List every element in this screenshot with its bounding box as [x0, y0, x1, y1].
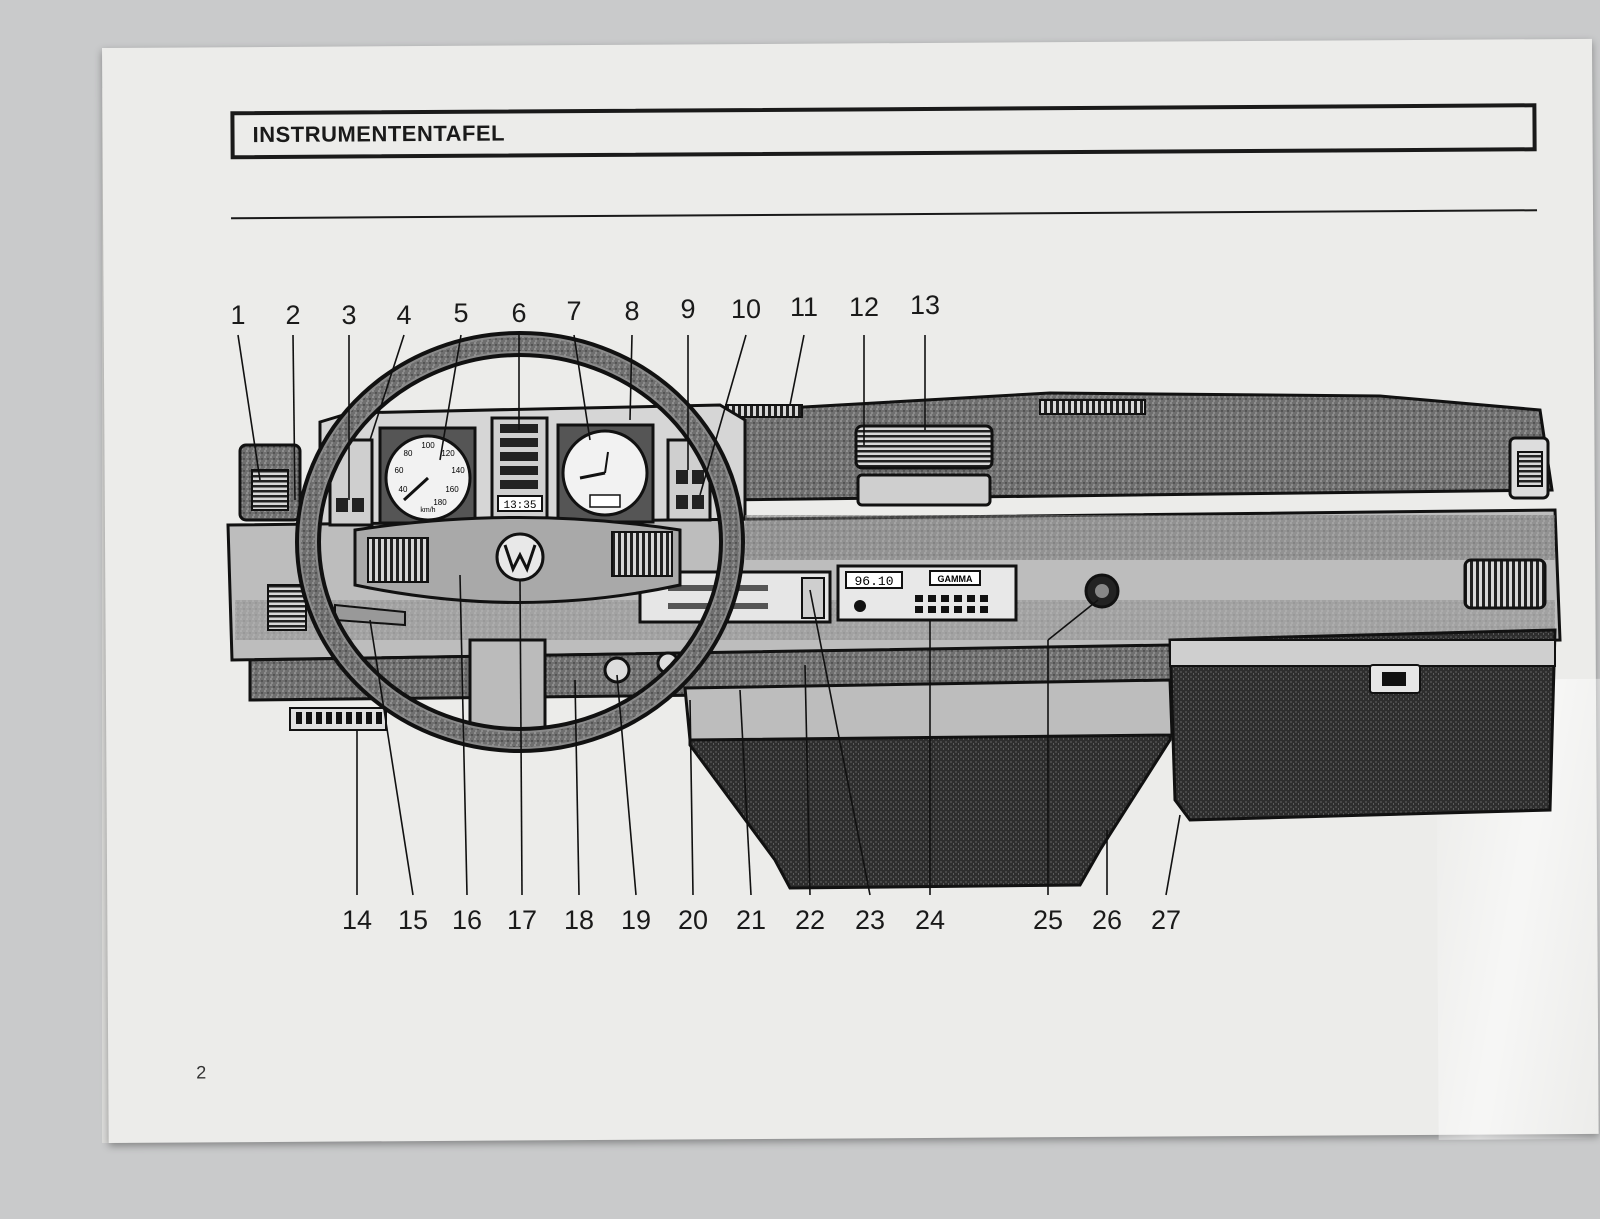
left-end-vent: [251, 469, 289, 511]
callout-17: 17: [506, 905, 538, 935]
radio-preset-buttons: [915, 595, 988, 613]
callout-5: 5: [453, 298, 469, 328]
right-switch-2: [692, 470, 704, 484]
callout-25: 25: [1032, 905, 1064, 935]
steering-column: [468, 638, 547, 737]
callout-20: 20: [677, 905, 709, 935]
callout-22: 22: [794, 905, 826, 935]
callout-2: 2: [285, 300, 301, 330]
callout-10: 10: [730, 294, 762, 324]
glove-box: [1168, 628, 1557, 822]
callout-15: 15: [397, 905, 429, 935]
callout-26: 26: [1091, 905, 1123, 935]
right-switch-4: [692, 495, 704, 509]
callout-8: 8: [624, 296, 640, 326]
right-end-vent: [1517, 451, 1543, 487]
center-tray: [856, 473, 992, 507]
right-dash-vent: [1463, 558, 1547, 610]
callout-9: 9: [680, 294, 696, 324]
callout-6: 6: [511, 298, 527, 328]
tachometer-needle: [579, 471, 606, 480]
speedo-mark-140: 140: [451, 466, 465, 475]
fuel-gauge: [589, 494, 621, 508]
callout-7: 7: [566, 296, 582, 326]
center-console-top: [683, 678, 1174, 742]
radio-volume-knob: [854, 600, 866, 612]
radio-display: [845, 571, 903, 589]
tachometer-needle-2: [604, 451, 609, 474]
left-switch-1: [336, 498, 348, 512]
speedo-mark-60: 60: [395, 466, 404, 475]
speedo-mark-120: 120: [441, 449, 455, 458]
callout-19: 19: [620, 905, 652, 935]
callout-3: 3: [341, 300, 357, 330]
leader-lines: [237, 334, 1181, 896]
digital-clock-text: 13:35: [503, 500, 536, 512]
center-vent: [854, 424, 994, 470]
defroster-vent-center: [1039, 399, 1146, 415]
speedo-mark-100: 100: [421, 441, 435, 450]
horn-grille-left: [367, 537, 429, 583]
callout-14: 14: [341, 905, 373, 935]
horn-grille-right: [611, 531, 673, 577]
callout-16: 16: [451, 905, 483, 935]
callout-4: 4: [396, 300, 412, 330]
callout-11: 11: [789, 292, 819, 322]
dashboard-face-trim: [745, 515, 1555, 560]
radio-brand-text: GAMMA: [938, 574, 973, 584]
speedo-mark-80: 80: [404, 449, 413, 458]
speedometer-needle: [402, 476, 430, 502]
callout-21: 21: [735, 905, 767, 935]
speedo-mark-180: 180: [433, 498, 447, 507]
radio-brand-plate: [929, 570, 981, 586]
callout-23: 23: [854, 905, 886, 935]
left-switch-2: [352, 498, 364, 512]
digital-clock: [497, 495, 543, 512]
speedo-mark-40: 40: [399, 485, 408, 494]
fuse-slots: [296, 712, 382, 724]
glove-box-lock: [1382, 672, 1406, 686]
heater-lever: [801, 577, 825, 619]
callout-24: 24: [914, 905, 946, 935]
radio-frequency-text: 96.10: [854, 574, 893, 589]
callout-1: 1: [230, 300, 246, 330]
speedo-mark-160: 160: [445, 485, 459, 494]
glove-box-top: [1169, 639, 1556, 667]
callout-12: 12: [848, 292, 880, 322]
callout-27: 27: [1150, 905, 1182, 935]
left-dash-vent: [267, 584, 307, 631]
right-switch-3: [676, 495, 688, 509]
right-switch-1: [676, 470, 688, 484]
callout-18: 18: [563, 905, 595, 935]
speedo-unit: km/h: [420, 507, 435, 514]
callout-13: 13: [909, 290, 941, 320]
